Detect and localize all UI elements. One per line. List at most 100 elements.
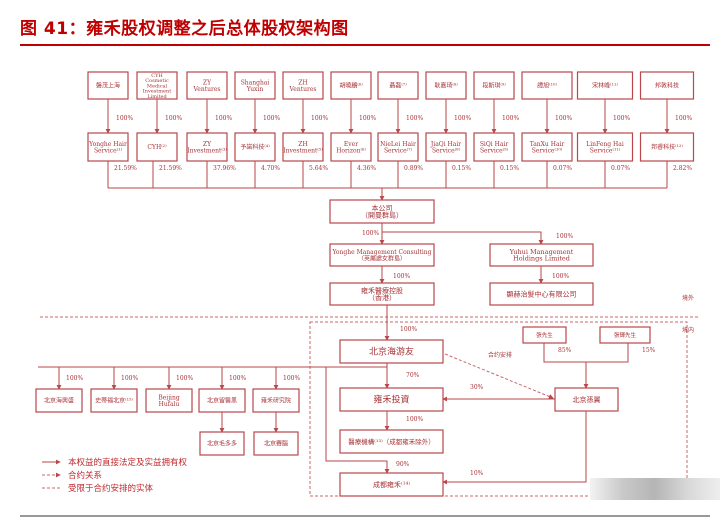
- chengdu-yonghe-box: 成都雍禾⁽¹⁴⁾: [339, 472, 444, 497]
- owner-percentage: 100%: [406, 115, 423, 122]
- shareholder-owner-box-label: Yuxin: [246, 86, 264, 93]
- shareholder-holder-box-label: Service⁽¹¹⁾: [590, 147, 621, 154]
- shareholder-owner-box-frame: [234, 71, 276, 100]
- shareholder-owner-box-frame: [425, 71, 467, 100]
- hk-holding-box-frame: [329, 282, 435, 306]
- figure-title: 图 41：雍禾股权调整之后总体股权架构图: [20, 19, 349, 39]
- haiyou-invest-percentage: 70%: [406, 372, 420, 379]
- shareholder-owner-box-label: 譚旭⁽¹⁰⁾: [537, 82, 557, 90]
- yonghe-hk-percentage: 100%: [393, 273, 410, 280]
- shareholder-owner-box-frame: [136, 71, 178, 100]
- shareholder-owner-box-frame: [576, 71, 634, 100]
- beijing-haiyou-box-label: 北京海游友: [369, 346, 414, 358]
- subsidiary-percentage: 100%: [283, 375, 300, 382]
- chengdu-yonghe-box-frame: [339, 472, 444, 497]
- subsidiary-box-label: 北京海興盛: [44, 397, 74, 405]
- legend-item-label: 本权益的直接法定及实益拥有权: [68, 457, 188, 468]
- sunyi-chengdu-percentage: 10%: [470, 470, 484, 477]
- shareholder-owner-box-label: 磐茂上海: [96, 82, 120, 90]
- subsidiary-box-frame: [90, 388, 138, 413]
- subsidiary-box: 北京留醫黑: [198, 388, 246, 413]
- yuhui-management-box-label: Yuhui Management: [509, 248, 574, 256]
- subsidiary-box: 北京海興盛: [35, 388, 83, 413]
- company-to-yuhui-arrow: [382, 231, 544, 245]
- shareholder-owner-box-frame: [521, 71, 573, 100]
- sunyi-to-chengdu-arrow: [442, 411, 587, 485]
- medical-institutions-box-frame: [339, 429, 444, 454]
- company-yonghe-percentage: 100%: [362, 230, 379, 237]
- shareholder-owner-box-label: ZY: [203, 79, 212, 86]
- subsidiary-percentage: 100%: [229, 375, 246, 382]
- shareholder-holder-box-label: ZH: [298, 141, 307, 148]
- shareholder-holder-box-label: NieLei Hair: [380, 141, 416, 148]
- beijing-haiyou-box-frame: [339, 339, 444, 364]
- shareholder-holder-box-label: LinFeng Hai: [586, 141, 624, 148]
- subsidiary-box-label: Hufalu: [159, 401, 180, 408]
- shareholder-owner-box-label: Ventures: [193, 86, 221, 93]
- shareholder-holder-box-label: 予諾科技⁽⁴⁾: [240, 143, 270, 151]
- company-yuhui-percentage: 100%: [556, 233, 573, 240]
- mr-zhang-box: 張先生: [522, 326, 567, 344]
- owner-percentage: 100%: [454, 115, 471, 122]
- shareholder-holder-box: 邦睿科技⁽¹²⁾: [639, 132, 695, 162]
- shareholder-holder-box-frame: [473, 132, 515, 162]
- blurred-watermark: [590, 478, 720, 500]
- hk-holding-box-label: （香港）: [368, 293, 396, 302]
- shareholder-holder-box-label: Service⁽⁸⁾: [432, 147, 461, 154]
- stake-percentage: 2.82%: [673, 165, 692, 172]
- subsidiary-box: 雍禾研究院: [252, 388, 300, 413]
- subsidiary-box-label: 北京留醫黑: [207, 397, 237, 405]
- owner-percentage: 100%: [263, 115, 280, 122]
- shareholder-owner-box: 聶磊⁽⁷⁾: [377, 71, 419, 100]
- stake-percentage: 0.15%: [452, 165, 471, 172]
- chengdu-yonghe-box-label: 成都雍禾⁽¹⁴⁾: [373, 480, 410, 489]
- shareholder-owner-box-label: Investment: [143, 89, 171, 95]
- shareholder-holder-box-label: Service⁽⁷⁾: [384, 147, 413, 154]
- owner-percentage: 100%: [116, 115, 133, 122]
- sub-subsidiary-box-label: 北京毛多多: [207, 440, 237, 448]
- contractual-entities-boundary: [309, 321, 688, 497]
- mr-zhang-hui-box-frame: [599, 326, 651, 344]
- yonghe-management-box: Yonghe Management Consulting（英屬處女群島）: [329, 243, 435, 267]
- onshore-label: 境内: [682, 326, 694, 334]
- shareholder-owner-box-label: 段斯琪⁽⁹⁾: [482, 82, 506, 90]
- haiyou-to-chengdu-arrow: [325, 367, 390, 474]
- bottom-divider: [20, 515, 710, 517]
- shareholder-owner-box-label: 宋林峰⁽¹¹⁾: [592, 82, 618, 90]
- shareholder-owner-box-frame: [87, 71, 129, 100]
- legend-item-label: 受限于合约安排的实体: [68, 483, 154, 494]
- shareholder-holder-box-label: Investment⁽³⁾: [187, 147, 227, 154]
- company-box-label: 本公司: [372, 203, 393, 212]
- xianhe-box: 顯赫治髮中心有限公司: [489, 282, 594, 306]
- subsidiary-percentage: 100%: [121, 375, 138, 382]
- sub-subsidiary-box-frame: [199, 431, 245, 456]
- shareholder-holder-box-frame: [282, 132, 324, 162]
- medical-institutions-box: 醫療機構⁽¹³⁾（成都雍禾除外）: [339, 429, 444, 454]
- stake-percentage: 0.15%: [500, 165, 519, 172]
- shareholder-owner-box-frame: [473, 71, 515, 100]
- beijing-sunyi-box: 北京孫翼: [554, 387, 619, 412]
- yonghe-management-box-label: （英屬處女群島）: [358, 254, 406, 262]
- stake-percentage: 0.07%: [611, 165, 630, 172]
- hk-holding-box-label: 雍禾醫療控股: [361, 286, 403, 295]
- hk-holding-box: 雍禾醫療控股（香港）: [329, 282, 435, 306]
- shareholder-owner-box-frame: [282, 71, 324, 100]
- shareholder-owner-box: 磐茂上海: [87, 71, 129, 100]
- shareholder-holder-box-label: Ever: [344, 141, 358, 148]
- stake-percentage: 5.64%: [309, 165, 328, 172]
- owner-percentage: 100%: [359, 115, 376, 122]
- company-box-label: （開曼群島）: [361, 211, 403, 220]
- shareholder-holder-box-label: SiQi Hair: [480, 141, 509, 148]
- shareholder-holder-box-label: CYH⁽²⁾: [147, 144, 167, 151]
- sub-subsidiary-box-label: 北京賽腦: [264, 440, 288, 448]
- shareholder-holder-box-frame: [87, 132, 129, 162]
- stake-percentage: 21.59%: [114, 165, 137, 172]
